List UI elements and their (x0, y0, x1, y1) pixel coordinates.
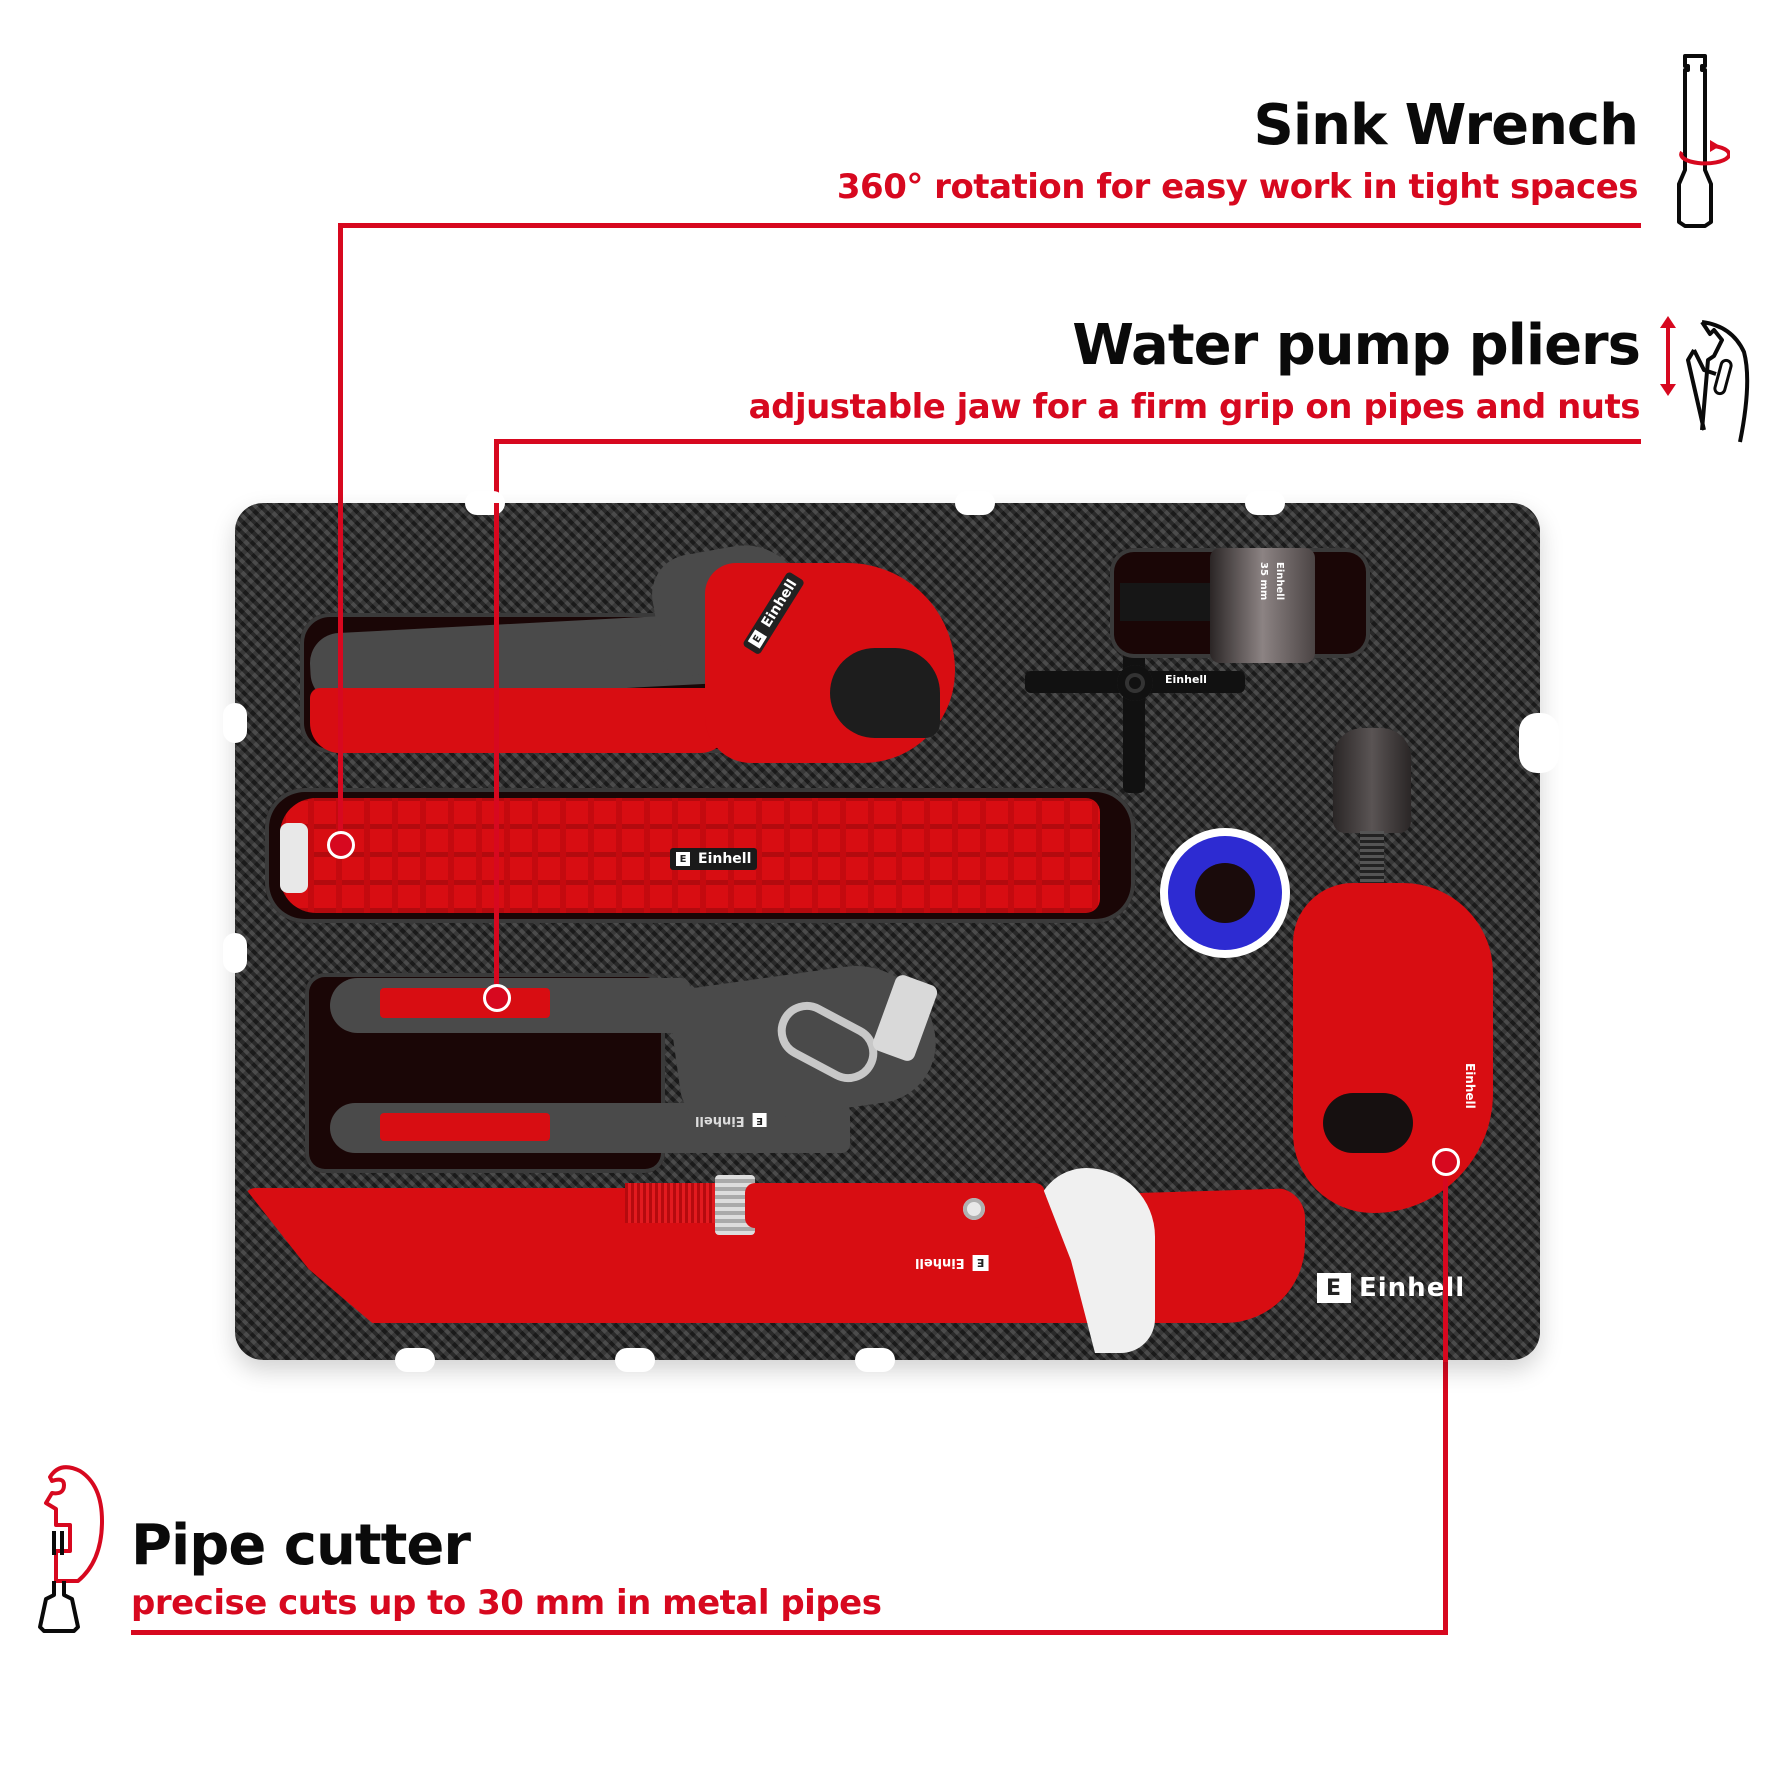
pipe-cutter-leader-line (1443, 1172, 1448, 1635)
pipe-wrench-thread (625, 1183, 715, 1223)
pipe-cutter-leader-overlay (1443, 1172, 1448, 1362)
tube-cutter-body (1293, 883, 1493, 1213)
valve-socket-logo: Einhell (1274, 562, 1285, 601)
tube-cutter-logo: Einhell (1463, 1063, 1477, 1109)
tube-cutter-opening (1323, 1093, 1413, 1153)
pipe-cutter-underline (131, 1630, 1448, 1635)
plastic-pipe-cutter-jaw-opening (830, 648, 940, 738)
sink-wrench-underline (338, 223, 1641, 228)
tube-cutter-knob (1333, 728, 1411, 833)
water-pump-pliers-lower-grip (380, 1113, 550, 1141)
ptfe-thread-seal-tape (1160, 828, 1290, 958)
sink-wrench-callout-dot-top (327, 831, 355, 859)
valve-socket-body: 35 mm Einhell (1210, 548, 1315, 663)
sink-wrench-end (280, 823, 308, 893)
sink-wrench-subtitle: 360° rotation for easy work in tight spa… (836, 167, 1639, 207)
plastic-pipe-cutter-body (310, 688, 730, 753)
water-pump-pliers-subtitle: adjustable jaw for a firm grip on pipes … (748, 387, 1641, 427)
tube-cutter-screw (1360, 831, 1384, 891)
pipe-wrench-upper-arm (745, 1183, 1045, 1228)
pipe-cutter-icon (38, 1465, 104, 1633)
water-pump-pliers-adjust-icon (1660, 316, 1750, 443)
water-pump-pliers-underline (494, 439, 1641, 444)
sink-wrench-rotation-icon (1677, 54, 1730, 228)
pipe-cutter-callout-dot-top (1432, 1148, 1460, 1176)
water-pump-pliers-upper-grip (380, 988, 550, 1018)
water-pump-pliers-callout-dot-top (483, 984, 511, 1012)
water-pump-pliers-title: Water pump pliers (1072, 313, 1641, 378)
pipe-cutter-subtitle: precise cuts up to 30 mm in metal pipes (131, 1583, 882, 1623)
pipe-cutter-title: Pipe cutter (131, 1513, 471, 1578)
sink-wrench-leader-overlay (338, 503, 343, 843)
sink-wrench-title: Sink Wrench (1253, 93, 1639, 158)
valve-socket-thread (1120, 583, 1215, 621)
valve-socket-size: 35 mm (1258, 562, 1269, 601)
cross-key-logo: Einhell (1165, 673, 1207, 686)
water-pump-pliers-leader-overlay (494, 503, 499, 995)
pipe-wrench-pivot (963, 1198, 985, 1220)
